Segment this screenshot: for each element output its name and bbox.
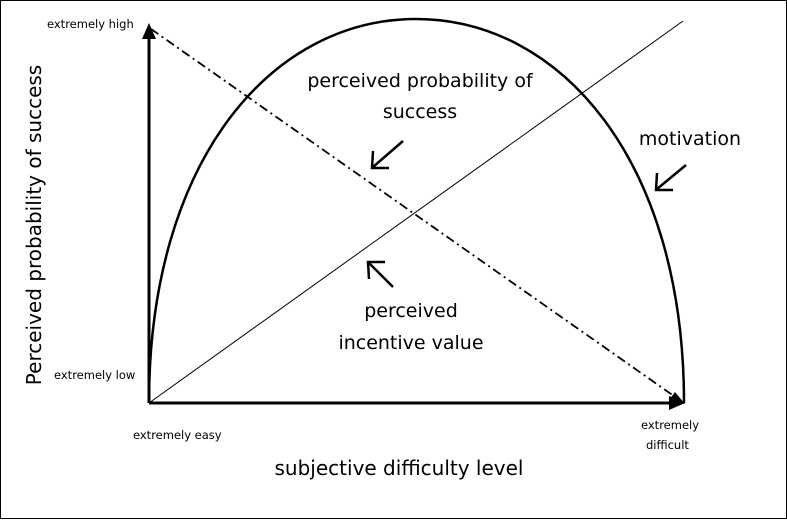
motivation-label: motivation: [639, 128, 741, 150]
incentive-value-line: [148, 20, 684, 404]
motivation-curve: [147, 17, 686, 404]
x-axis-right-label-line1: extremely: [641, 418, 699, 432]
x-axis-arrowhead: [669, 396, 685, 410]
motivation-pointer-arrow: [654, 164, 687, 192]
x-axis-right-label-line2: difficult: [646, 438, 689, 452]
probability-pointer-arrow: [370, 140, 404, 170]
probability-label-line2: success: [383, 101, 457, 123]
incentive-pointer-arrow: [366, 260, 394, 288]
y-axis-bottom-label: extremely low: [54, 368, 135, 382]
y-axis-top-label: extremely high: [47, 17, 134, 31]
incentive-label-line2: incentive value: [338, 332, 483, 354]
probability-line: [150, 28, 682, 402]
probability-label-line1: perceived probability of: [307, 70, 534, 92]
y-axis-title: Perceived probability of success: [22, 65, 46, 385]
incentive-label-line1: perceived: [364, 300, 458, 322]
x-axis-title: subjective difficulty level: [275, 456, 524, 480]
y-axis-arrowhead: [142, 23, 156, 39]
x-axis-left-label: extremely easy: [133, 428, 222, 442]
